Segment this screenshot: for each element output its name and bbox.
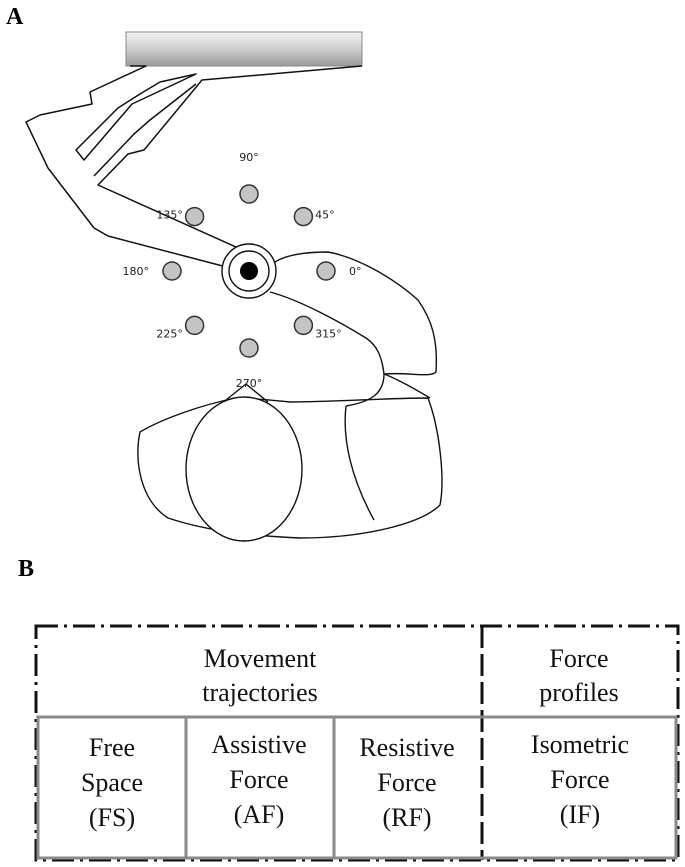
condition-af-line1: Assistive — [211, 730, 306, 759]
condition-fs-line2: Space — [81, 768, 143, 797]
subject-forearm — [269, 291, 385, 375]
target-0 — [316, 261, 336, 281]
target-label-270: 270° — [236, 377, 263, 390]
target-label-225: 225° — [156, 328, 183, 341]
condition-row-border — [36, 715, 678, 860]
condition-rf-line2: Force — [377, 768, 436, 797]
condition-rf-line3: (RF) — [382, 803, 431, 832]
target-label-45: 45° — [315, 208, 335, 221]
subject-arm-seam — [344, 405, 375, 521]
group-movement-line2: trajectories — [202, 678, 318, 707]
robot-mount-bar — [125, 31, 363, 67]
subject-illustration — [137, 243, 443, 542]
target-label-180: 180° — [123, 265, 150, 278]
subject-elbow-line — [383, 373, 431, 399]
target-label-90: 90° — [239, 151, 259, 164]
group-force-line1: Force — [549, 644, 608, 673]
target-45 — [293, 206, 314, 227]
condition-if-line2: Force — [550, 765, 609, 794]
group-force-line2: profiles — [539, 678, 618, 707]
robot-arm-outer — [25, 65, 363, 271]
target-270 — [239, 338, 259, 358]
target-label-135: 135° — [156, 208, 183, 221]
subject-torso — [137, 397, 443, 539]
condition-fs-line1: Free — [89, 733, 135, 762]
condition-af-line2: Force — [229, 765, 288, 794]
condition-table — [34, 624, 680, 862]
table-header-text: Movement trajectories Force profiles — [202, 644, 618, 707]
panel-b-label: B — [18, 556, 35, 582]
panel-a-label: A — [6, 4, 24, 30]
condition-fs-line3: (FS) — [89, 803, 135, 832]
subject-head — [185, 396, 303, 542]
robot-arm-slot — [75, 73, 197, 161]
target-315 — [293, 315, 314, 336]
table-condition-text: Free Space (FS) Assistive Force (AF) Res… — [81, 730, 629, 832]
condition-if-line1: Isometric — [531, 730, 629, 759]
subject-nose — [225, 383, 269, 403]
table-outer-border — [34, 624, 680, 862]
target-label-0: 0° — [349, 265, 362, 278]
group-movement-line1: Movement — [204, 644, 317, 673]
condition-rf-line1: Resistive — [359, 733, 454, 762]
handle-center-dot — [240, 262, 258, 280]
target-135 — [184, 206, 205, 227]
target-label-315: 315° — [315, 328, 342, 341]
target-90 — [239, 184, 259, 204]
target-180 — [162, 261, 182, 281]
condition-if-line3: (IF) — [560, 800, 600, 829]
condition-af-line3: (AF) — [234, 800, 285, 829]
handle-ring-inner — [228, 250, 270, 292]
robot-arm-illustration — [25, 31, 363, 271]
robot-linkage — [93, 83, 197, 177]
target-225 — [184, 315, 205, 336]
target-layout: 0° 45° 90° 135° 180° 225° 270° 315° — [123, 151, 362, 390]
